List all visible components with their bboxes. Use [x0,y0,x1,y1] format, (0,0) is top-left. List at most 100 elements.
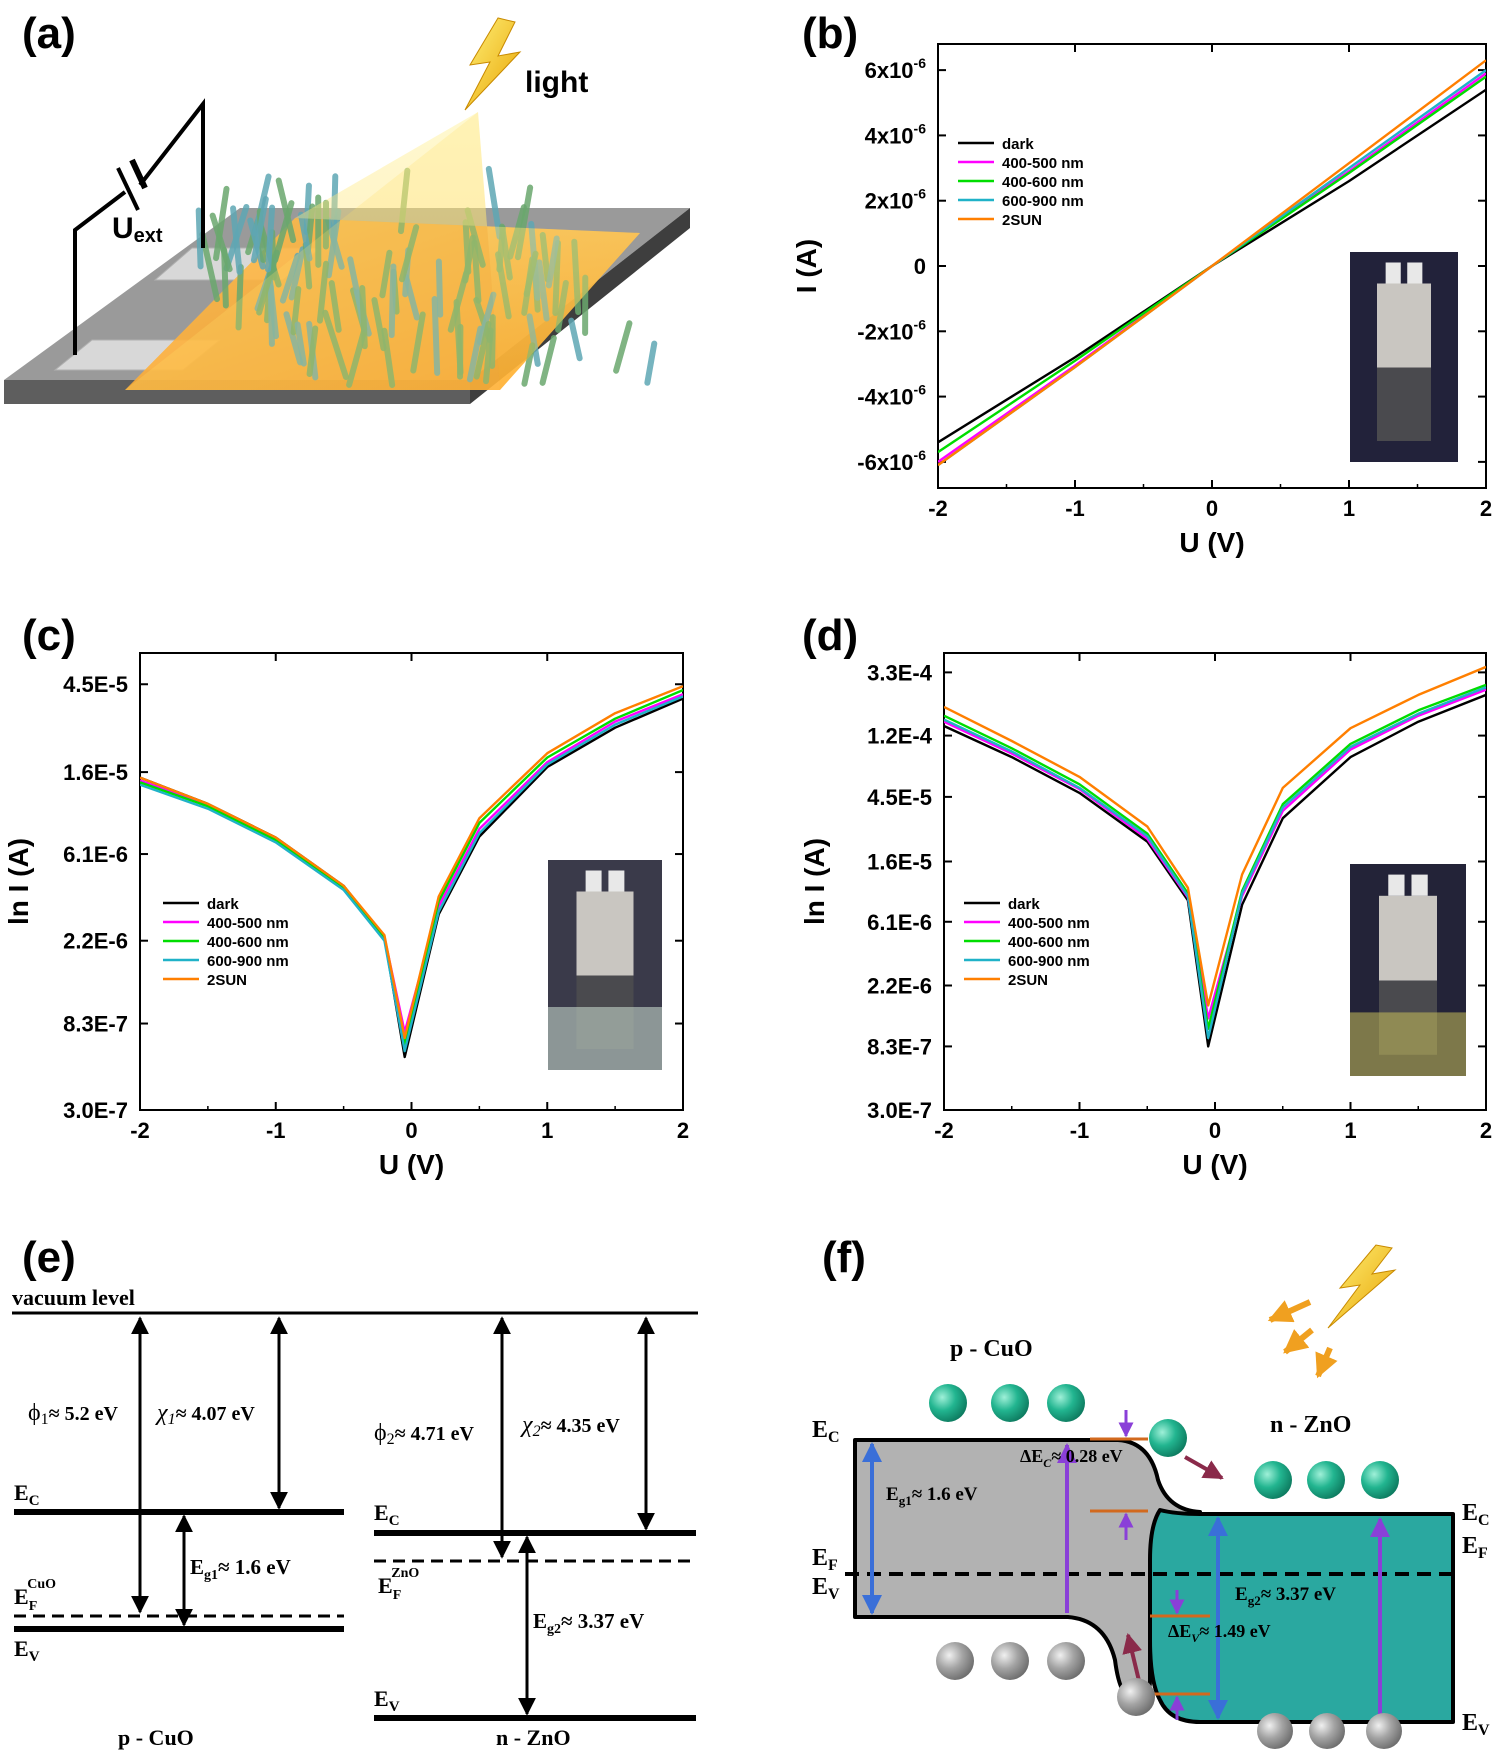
electron-icon [1361,1461,1399,1499]
x-tick-label: -1 [266,1118,286,1143]
f-eg2-label: Eg2≈ 3.37 eV [1235,1584,1336,1608]
legend-entry: 400-600 nm [207,934,289,951]
y-tick-label: 0 [914,254,926,279]
vacuum-level-label: vacuum level [12,1285,135,1310]
nanorod [298,211,313,262]
nanorod [489,314,496,369]
y-tick-label: 4.5E-5 [63,672,128,697]
y-tick-label: 4x10-6 [865,120,927,148]
x-tick-label: -2 [934,1118,954,1143]
x-axis-label: U (V) [1179,527,1244,558]
device-photo-inset [548,860,662,1070]
x-tick-label: 1 [1344,1118,1356,1143]
photo-contact [1411,874,1428,896]
electron-icon [991,1384,1029,1422]
nanorod [283,311,304,366]
f-ef-left: EF [812,1545,838,1574]
y-tick-label: -6x10-6 [857,447,926,475]
zno-ec-label: EC [374,1500,400,1529]
legend-entry: 400-600 nm [1008,934,1090,951]
light-label: light [525,66,588,99]
y-tick-exp: -6 [914,55,927,71]
nanorod [435,258,444,318]
legend-entry: 600-900 nm [207,953,289,970]
y-tick-base: -6x10 [857,450,913,475]
cuo-material-label: p - CuO [118,1725,194,1750]
legend-entry: 400-600 nm [1002,174,1084,191]
device-photo-inset [1350,864,1466,1076]
photo-contact [1385,262,1401,284]
electron-icon [929,1384,967,1422]
hole-transfer-arrow [1122,1633,1142,1686]
nanorod [613,320,633,374]
nanorod [306,325,319,378]
y-tick-exp: -6 [914,447,927,463]
light-cone-edge [125,112,500,390]
f-dev-label: ΔEV≈ 1.49 eV [1168,1621,1271,1645]
f-cuo-label: p - CuO [950,1336,1033,1362]
f-ev-right: EV [1462,1710,1490,1739]
x-tick-label: 0 [1206,496,1218,521]
circuit-wire [73,190,127,355]
nanorod [213,185,230,262]
panel-b-label: (b) [802,9,858,58]
photo-film [1377,283,1431,368]
series-line [944,665,1486,1007]
y-tick-base: 0 [914,254,926,279]
legend-entry: 2SUN [1002,212,1042,229]
legend-entry: 2SUN [207,972,247,989]
x-tick-label: 2 [1480,1118,1492,1143]
photo-contact [1407,262,1423,284]
light-cone [295,112,640,390]
nanorod [267,283,275,347]
battery-plate-long [116,167,140,211]
photon-arrow-2 [1283,1327,1314,1355]
y-axis-label: ln I (A) [799,838,830,925]
electron-icon [1307,1461,1345,1499]
series-line [944,686,1486,1040]
electron-icon [1047,1384,1085,1422]
series-line [140,695,683,1053]
nanorod [279,252,301,304]
phi1-label: ϕ1≈ 5.2 eV [28,1400,118,1428]
x-tick-label: -2 [130,1118,150,1143]
cuo-ev-label: EV [14,1636,40,1665]
f-ef-right: EF [1462,1533,1488,1562]
eg1-label: Eg1≈ 1.6 eV [190,1555,291,1583]
nanorod [462,219,472,275]
uext-label: Uext [112,212,163,247]
x-tick-label: -1 [1065,496,1085,521]
y-tick-label: 1.6E-5 [63,760,128,785]
y-tick-exp: -6 [914,382,927,398]
panel-a-label: (a) [22,9,76,58]
hole-icon [1366,1713,1402,1749]
y-tick-label: 2.2E-6 [867,973,932,998]
chi2-label: χ2≈ 4.35 eV [520,1412,620,1440]
panel-f: (f) [812,1233,1490,1749]
x-tick-label: 2 [677,1118,689,1143]
panel-c-label: (c) [22,611,76,660]
y-tick-label: 6x10-6 [865,55,927,83]
y-tick-exp: -6 [914,316,927,332]
electron-icon [1254,1461,1292,1499]
hole-icon [991,1642,1029,1680]
series-line [944,683,1486,1030]
y-tick-exp: -6 [914,120,927,136]
device-photo-inset [1350,252,1458,462]
nanorod [250,196,269,264]
nanorod [568,317,583,362]
hole-icon [1257,1713,1293,1749]
nanorod [294,321,307,367]
series-line [938,59,1486,467]
panel-a: (a) light Uext [4,9,690,404]
legend-entry: 400-500 nm [207,915,289,932]
legend-entry: dark [207,896,239,913]
holes [936,1642,1402,1749]
chi1-label: χ1≈ 4.07 eV [155,1400,255,1428]
legend-entry: 2SUN [1008,972,1048,989]
y-tick-base: -4x10 [857,385,913,410]
electron-icon [1149,1419,1187,1457]
photo-foot [548,1007,662,1070]
